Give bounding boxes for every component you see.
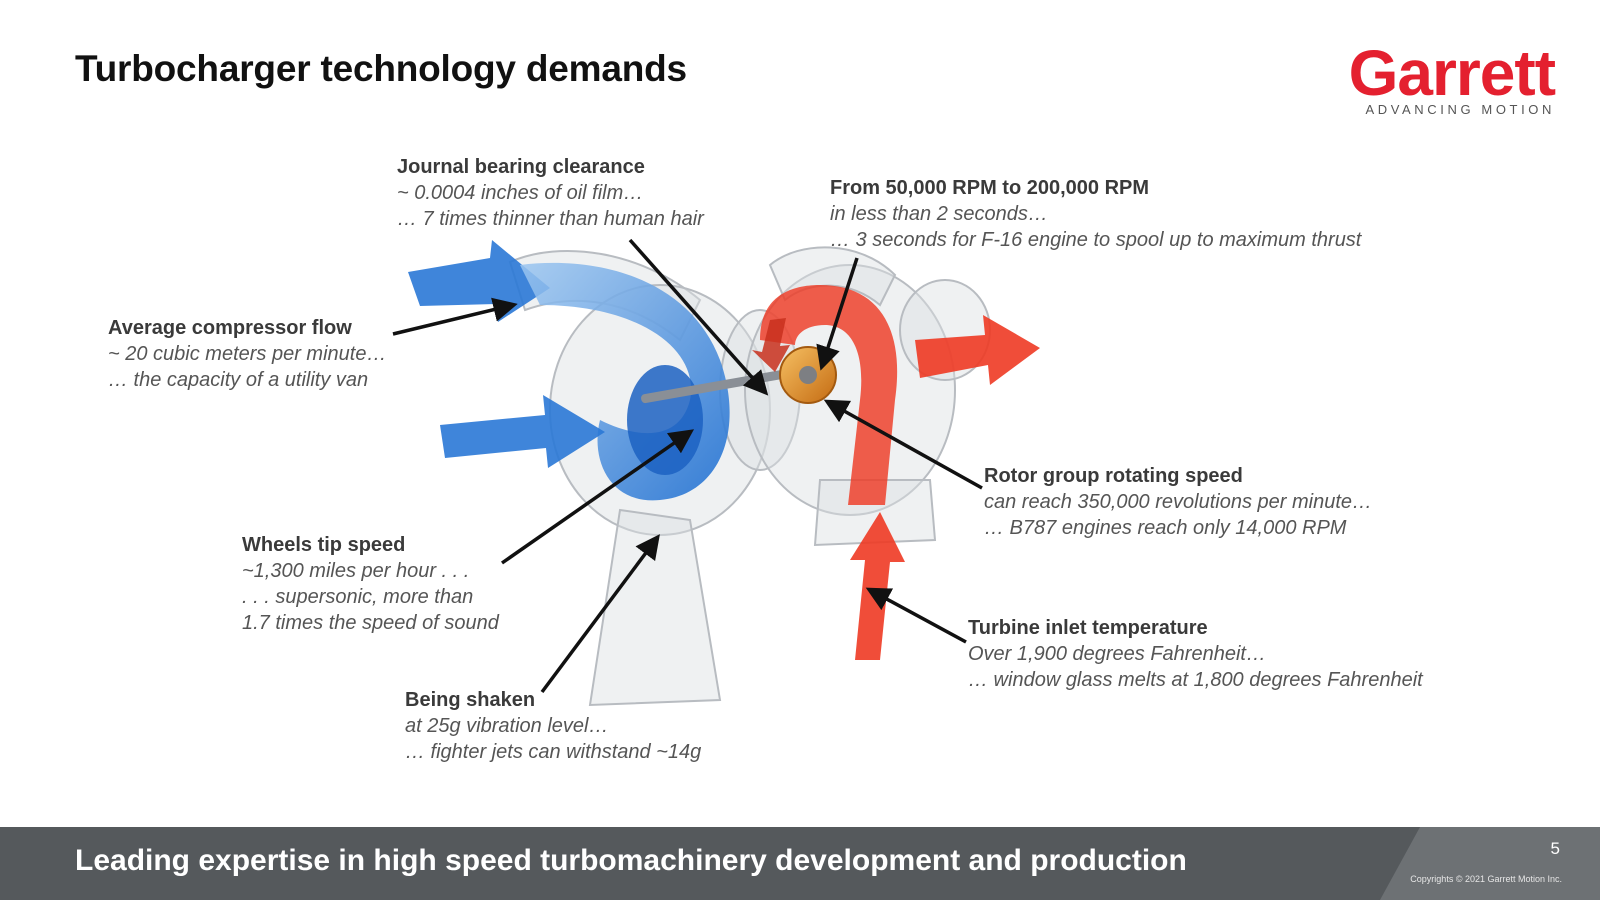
red-inlet-arrow (850, 512, 905, 660)
callout-line: … 3 seconds for F-16 engine to spool up … (830, 229, 1362, 251)
callout-line: … 7 times thinner than human hair (397, 208, 704, 230)
callout-line: Over 1,900 degrees Fahrenheit… (968, 643, 1266, 665)
logo-wordmark: Garrett (1348, 37, 1556, 109)
callout-heading: Wheels tip speed (242, 534, 406, 556)
pointer-inlet-temp (865, 587, 967, 644)
blue-inlet-arrow-bottom (440, 395, 605, 468)
logo-tagline: ADVANCING MOTION (1365, 102, 1555, 117)
callout-compressor-flow: Average compressor flow ~ 20 cubic meter… (108, 315, 386, 393)
callout-line: ~ 20 cubic meters per minute… (108, 343, 387, 365)
callout-line: at 25g vibration level… (405, 715, 609, 737)
compressor-wheel (627, 365, 703, 475)
red-exhaust-arrow (915, 315, 1040, 385)
page-number: 5 (1550, 839, 1560, 858)
callout-line: ~ 0.0004 inches of oil film… (397, 182, 644, 204)
callout-line: … the capacity of a utility van (108, 369, 369, 391)
callout-heading: Turbine inlet temperature (968, 617, 1208, 639)
callout-line: . . . supersonic, more than (242, 586, 474, 608)
pointer-rpm (816, 257, 859, 371)
callout-heading: Average compressor flow (108, 317, 352, 339)
callout-tip-speed: Wheels tip speed ~1,300 miles per hour .… (242, 532, 499, 636)
callout-line: in less than 2 seconds… (830, 203, 1048, 225)
callout-heading: From 50,000 RPM to 200,000 RPM (830, 177, 1150, 199)
callout-heading: Journal bearing clearance (397, 156, 645, 178)
callout-heading: Being shaken (405, 689, 536, 711)
garrett-logo: Garrett ADVANCING MOTION (1335, 37, 1556, 120)
hot-gas-flow (752, 285, 1040, 660)
callout-pointers (392, 238, 983, 694)
mounting-bracket (588, 508, 722, 707)
pointer-tip-speed (500, 429, 695, 565)
footer-tagline: Leading expertise in high speed turbomac… (75, 844, 1187, 877)
red-down-arrow (752, 318, 790, 372)
callout-line: … window glass melts at 1,800 degrees Fa… (968, 669, 1423, 691)
footer-corner-accent (1380, 827, 1600, 900)
red-flow-loop (760, 285, 898, 505)
pointer-rotor-speed (823, 399, 983, 490)
callout-journal-bearing: Journal bearing clearance ~ 0.0004 inche… (397, 154, 704, 232)
callout-inlet-temp: Turbine inlet temperature Over 1,900 deg… (968, 615, 1423, 693)
callout-line: can reach 350,000 revolutions per minute… (984, 491, 1373, 513)
callout-rotor-speed: Rotor group rotating speed can reach 350… (984, 463, 1372, 541)
callout-line: … fighter jets can withstand ~14g (405, 741, 702, 763)
callout-heading: Rotor group rotating speed (984, 465, 1243, 487)
callout-line: ~1,300 miles per hour . . . (242, 560, 470, 582)
footer-bar: Leading expertise in high speed turbomac… (0, 827, 1600, 900)
callout-line: … B787 engines reach only 14,000 RPM (984, 517, 1347, 539)
pointer-compressor-flow (392, 297, 518, 336)
pointer-shaken (540, 534, 660, 694)
copyright-notice: Copyrights © 2021 Garrett Motion Inc. (1410, 874, 1562, 884)
callout-line: 1.7 times the speed of sound (242, 612, 499, 634)
turbine-base (813, 479, 937, 547)
callout-shaken: Being shaken at 25g vibration level… … f… (405, 687, 701, 765)
turbine-hub (799, 366, 817, 384)
pointer-journal-bearing (628, 238, 769, 396)
turbocharger-illustration (392, 238, 1040, 707)
callout-rpm: From 50,000 RPM to 200,000 RPM in less t… (830, 175, 1361, 253)
slide-title: Turbocharger technology demands (75, 48, 687, 89)
